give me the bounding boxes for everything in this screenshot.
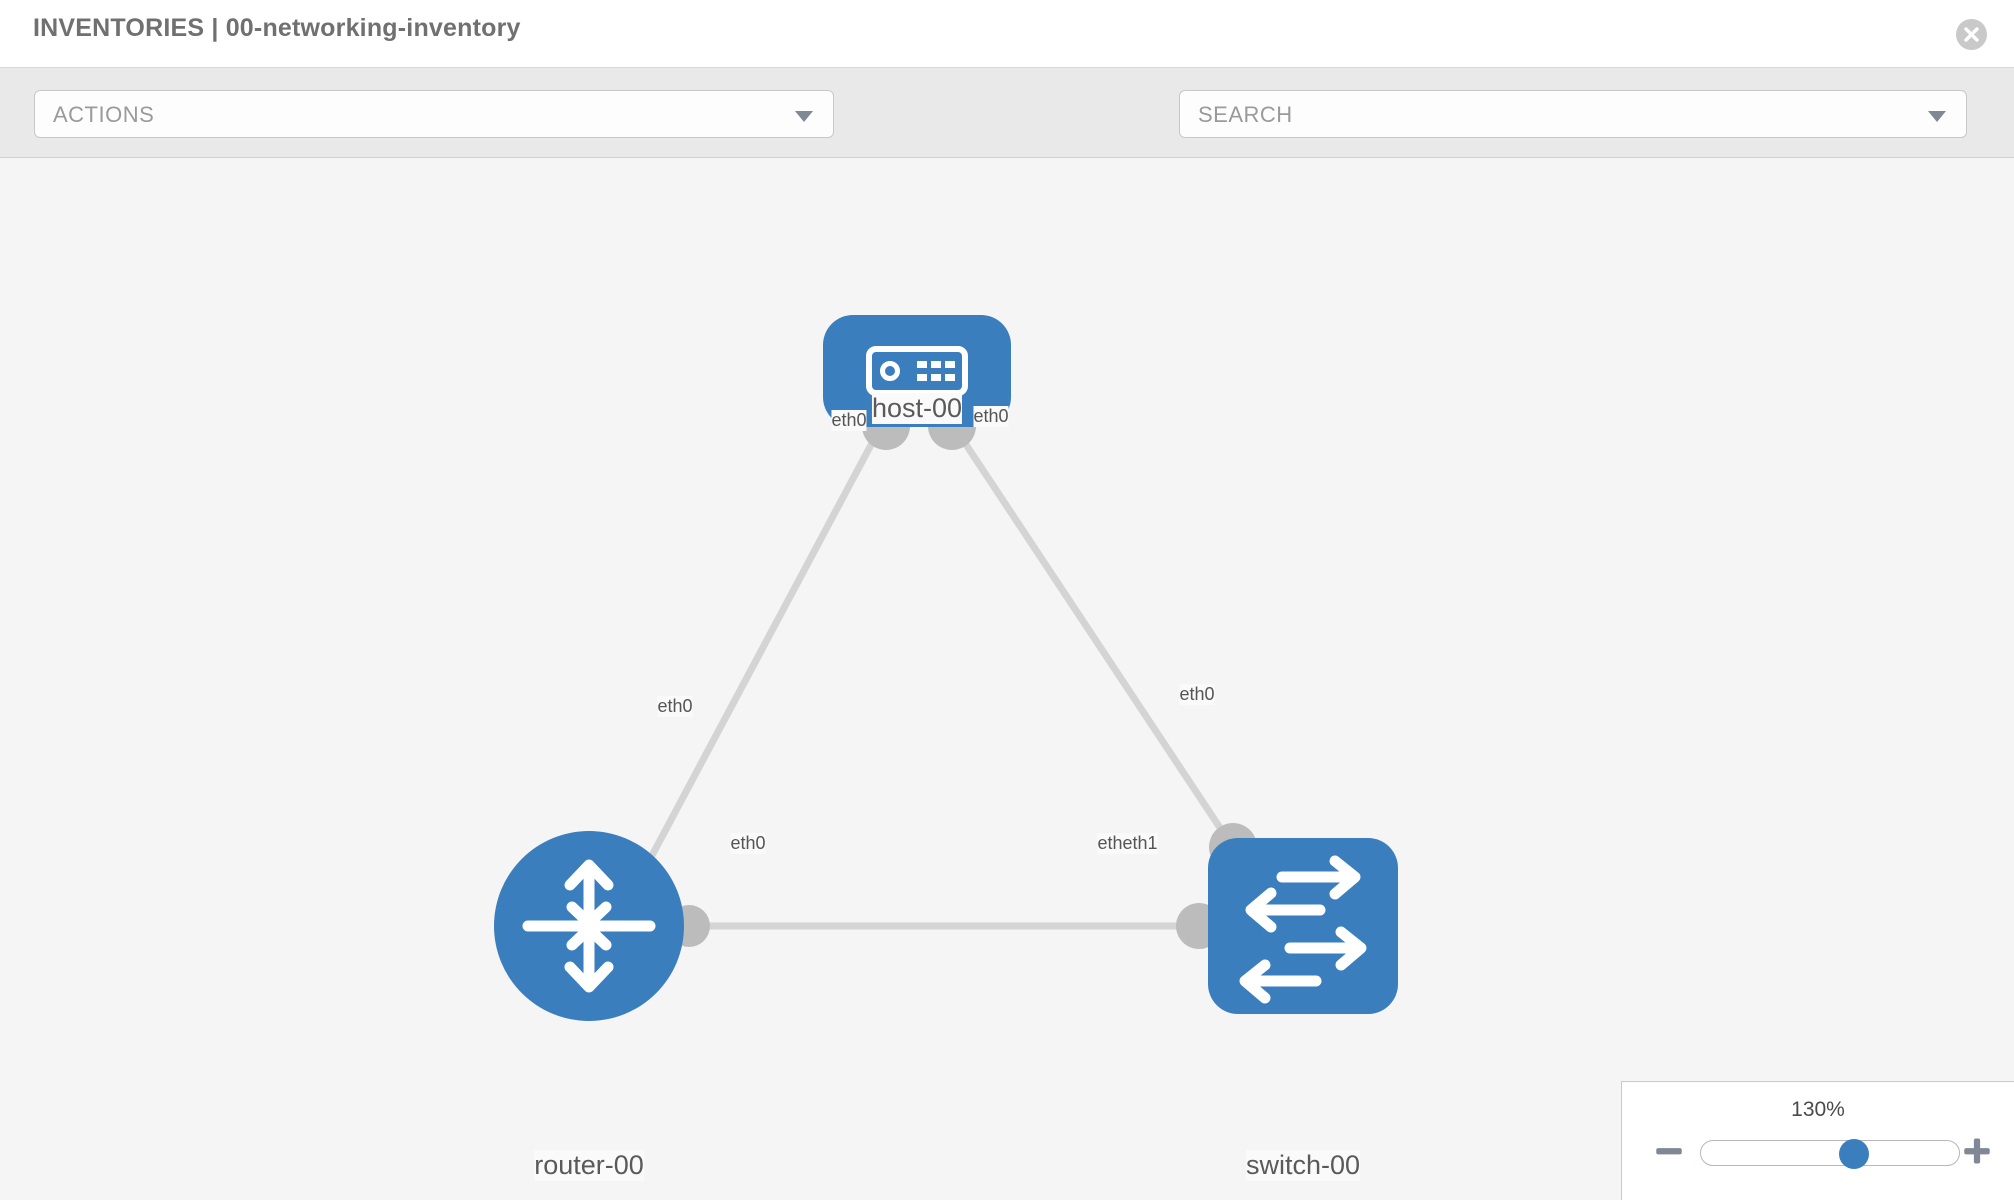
node-switch-00[interactable] xyxy=(1208,838,1398,1014)
node-label-host-00: host-00 xyxy=(871,393,963,424)
page-title: INVENTORIES | 00-networking-inventory xyxy=(33,14,521,42)
chevron-down-icon xyxy=(795,111,813,122)
search-placeholder: SEARCH xyxy=(1198,102,1293,127)
iface-label-host-eth0-left: eth0 xyxy=(831,410,867,431)
link-host-switch[interactable] xyxy=(952,426,1243,860)
zoom-slider[interactable] xyxy=(1700,1139,1960,1169)
toolbar: ACTIONS SEARCH xyxy=(0,68,2014,197)
switch-arrows-icon xyxy=(1239,855,1367,1004)
iface-label-router-eth0-up: eth0 xyxy=(657,696,693,717)
page-header: INVENTORIES | 00-networking-inventory xyxy=(0,0,2014,68)
node-label-switch-00: switch-00 xyxy=(1245,1150,1361,1181)
iface-label-switch-eth0-up: eth0 xyxy=(1179,684,1215,705)
iface-label-switch-eth1: eth1 xyxy=(1122,833,1158,854)
router-arrows-icon xyxy=(522,859,656,993)
zoom-control-panel: 130% xyxy=(1621,1081,2014,1200)
close-icon[interactable] xyxy=(1956,19,1987,50)
iface-label-switch-eth-partial: eth xyxy=(1097,833,1123,854)
link-host-router[interactable] xyxy=(636,426,884,880)
chevron-down-icon[interactable] xyxy=(1928,111,1946,122)
node-router-00[interactable] xyxy=(494,831,684,1021)
actions-dropdown[interactable]: ACTIONS xyxy=(34,90,834,138)
iface-label-host-eth0-right: eth0 xyxy=(973,406,1009,427)
zoom-level-label: 130% xyxy=(1791,1098,1845,1121)
node-label-router-00: router-00 xyxy=(534,1150,644,1181)
actions-dropdown-label: ACTIONS xyxy=(53,102,155,127)
topology-graph xyxy=(494,315,1398,1021)
zoom-slider-row xyxy=(1622,1134,2014,1178)
search-input[interactable]: SEARCH xyxy=(1179,90,1967,138)
zoom-slider-thumb[interactable] xyxy=(1839,1139,1869,1169)
iface-label-router-eth0-right: eth0 xyxy=(730,833,766,854)
minus-icon[interactable] xyxy=(1652,1134,1686,1168)
plus-icon[interactable] xyxy=(1960,1134,1994,1168)
topology-canvas[interactable]: host-00 router-00 switch-00 eth0 eth0 et… xyxy=(0,158,2014,1200)
